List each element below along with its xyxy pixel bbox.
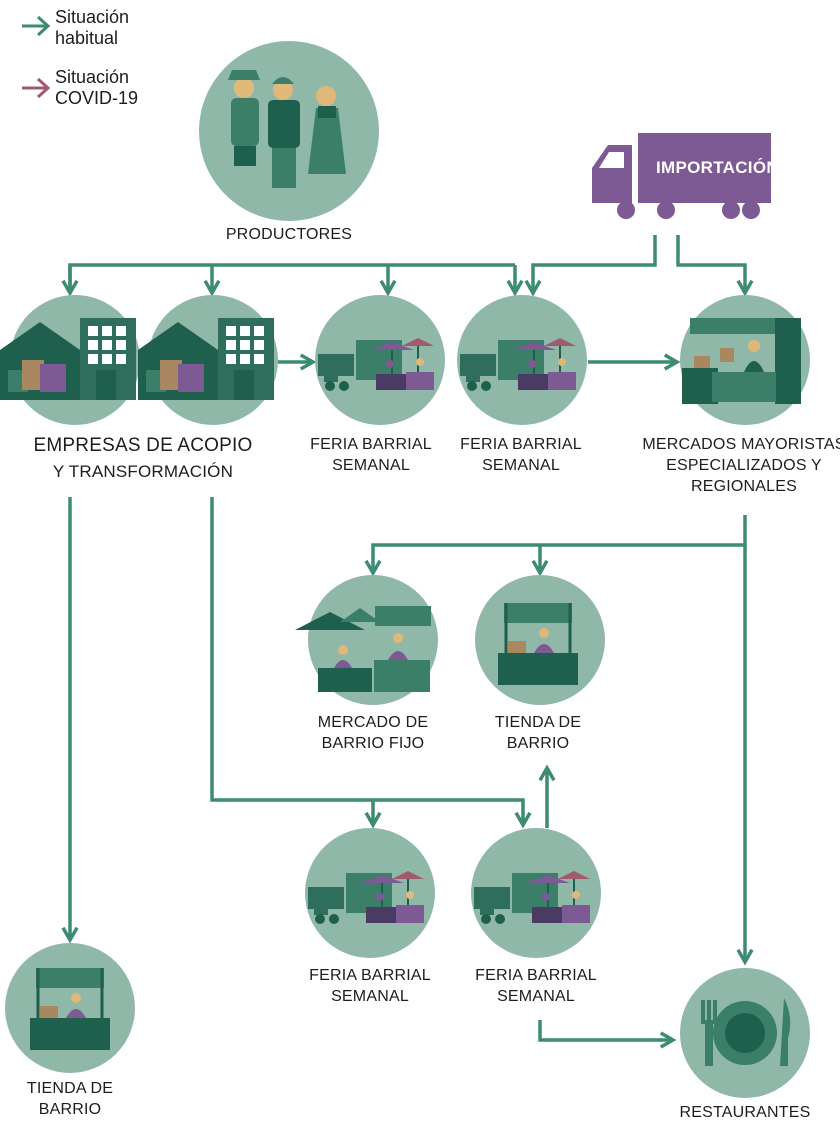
tienda-mid-label: TIENDA DE BARRIO [495, 712, 581, 754]
mercado-fijo-node [295, 575, 438, 705]
mayoristas-label-line2: ESPECIALIZADOS Y [666, 457, 822, 474]
plate-cutlery-icon [701, 998, 791, 1066]
empresas-label-line2: Y TRANSFORMACIÓN [52, 462, 234, 481]
farmers-icon [228, 70, 346, 188]
feria4-node [471, 828, 601, 958]
feria1-label-line1: FERIA BARRIAL [310, 436, 432, 453]
feria4-label: FERIA BARRIAL SEMANAL [475, 965, 597, 1007]
flow-arrows [61, 235, 754, 1049]
legend-habitual-arrow-icon [22, 15, 51, 37]
feria4-label-line2: SEMANAL [497, 988, 575, 1005]
productores-node [199, 41, 379, 221]
arrow-feria4-to-restaurantes [538, 1020, 677, 1049]
feria1-node [315, 295, 445, 425]
tienda-mid-label-line1: TIENDA DE [494, 714, 582, 731]
feria1-label: FERIA BARRIAL SEMANAL [310, 434, 432, 476]
truck-icon [592, 133, 771, 219]
arrow-mayoristas-branch [364, 515, 747, 577]
productores-label-line1: PRODUCTORES [225, 226, 353, 243]
legend-covid-line1: Situación [55, 67, 130, 87]
wholesale-market-icon [682, 318, 801, 404]
legend-covid: Situación COVID-19 [55, 67, 138, 109]
feria3-label-line1: FERIA BARRIAL [309, 967, 431, 984]
legend-covid-arrow-icon [22, 77, 51, 99]
import-truck-label: IMPORTACIÓN [656, 158, 779, 177]
arrow-import-to-mayoristas [676, 235, 754, 297]
tienda-mid-node [475, 575, 605, 705]
tienda-bottom-label-line2: BARRIO [38, 1101, 102, 1118]
feria2-node [457, 295, 587, 425]
empresas-label: EMPRESAS DE ACOPIO Y TRANSFORMACIÓN [34, 433, 253, 485]
mercado-fijo-label-line2: BARRIO FIJO [321, 735, 425, 752]
feria2-label-line1: FERIA BARRIAL [460, 436, 582, 453]
mercado-fijo-label: MERCADO DE BARRIO FIJO [318, 712, 428, 754]
restaurantes-label-line1: RESTAURANTES [679, 1104, 811, 1121]
legend-habitual-line2: habitual [55, 28, 119, 48]
tienda-bottom-label: TIENDA DE BARRIO [27, 1078, 113, 1120]
productores-label: PRODUCTORES [226, 224, 352, 245]
neighborhood-market-icon [295, 606, 431, 692]
empresas-node-2 [138, 295, 278, 425]
restaurantes-label: RESTAURANTES [679, 1102, 810, 1123]
arrow-empresas-to-ferias-bottom [210, 497, 532, 829]
restaurantes-node [680, 968, 810, 1098]
feria3-node [305, 828, 435, 958]
feria2-label: FERIA BARRIAL SEMANAL [460, 434, 582, 476]
tienda-mid-label-line2: BARRIO [506, 735, 570, 752]
legend-habitual-line1: Situación [55, 7, 130, 27]
feria3-label: FERIA BARRIAL SEMANAL [309, 965, 431, 1007]
empresas-node-1 [0, 295, 140, 425]
mercado-fijo-label-line1: MERCADO DE [317, 714, 429, 731]
legend-covid-line2: COVID-19 [55, 88, 139, 108]
feria2-label-line2: SEMANAL [482, 457, 560, 474]
tienda-bottom-node [5, 943, 135, 1073]
arrow-import-to-feria2 [524, 235, 657, 297]
mayoristas-label: MERCADOS MAYORISTAS ESPECIALIZADOS Y REG… [642, 434, 840, 497]
feria4-label-line1: FERIA BARRIAL [475, 967, 597, 984]
tienda-bottom-label-line1: TIENDA DE [26, 1080, 114, 1097]
empresas-label-line1: EMPRESAS DE ACOPIO [33, 435, 253, 456]
mayoristas-label-line1: MERCADOS MAYORISTAS [642, 436, 840, 453]
legend-habitual: Situación habitual [55, 7, 129, 49]
feria3-label-line2: SEMANAL [331, 988, 409, 1005]
mayoristas-label-line3: REGIONALES [690, 478, 798, 495]
mayoristas-node [680, 295, 810, 425]
arrow-productores-top [68, 263, 515, 292]
feria1-label-line2: SEMANAL [332, 457, 410, 474]
